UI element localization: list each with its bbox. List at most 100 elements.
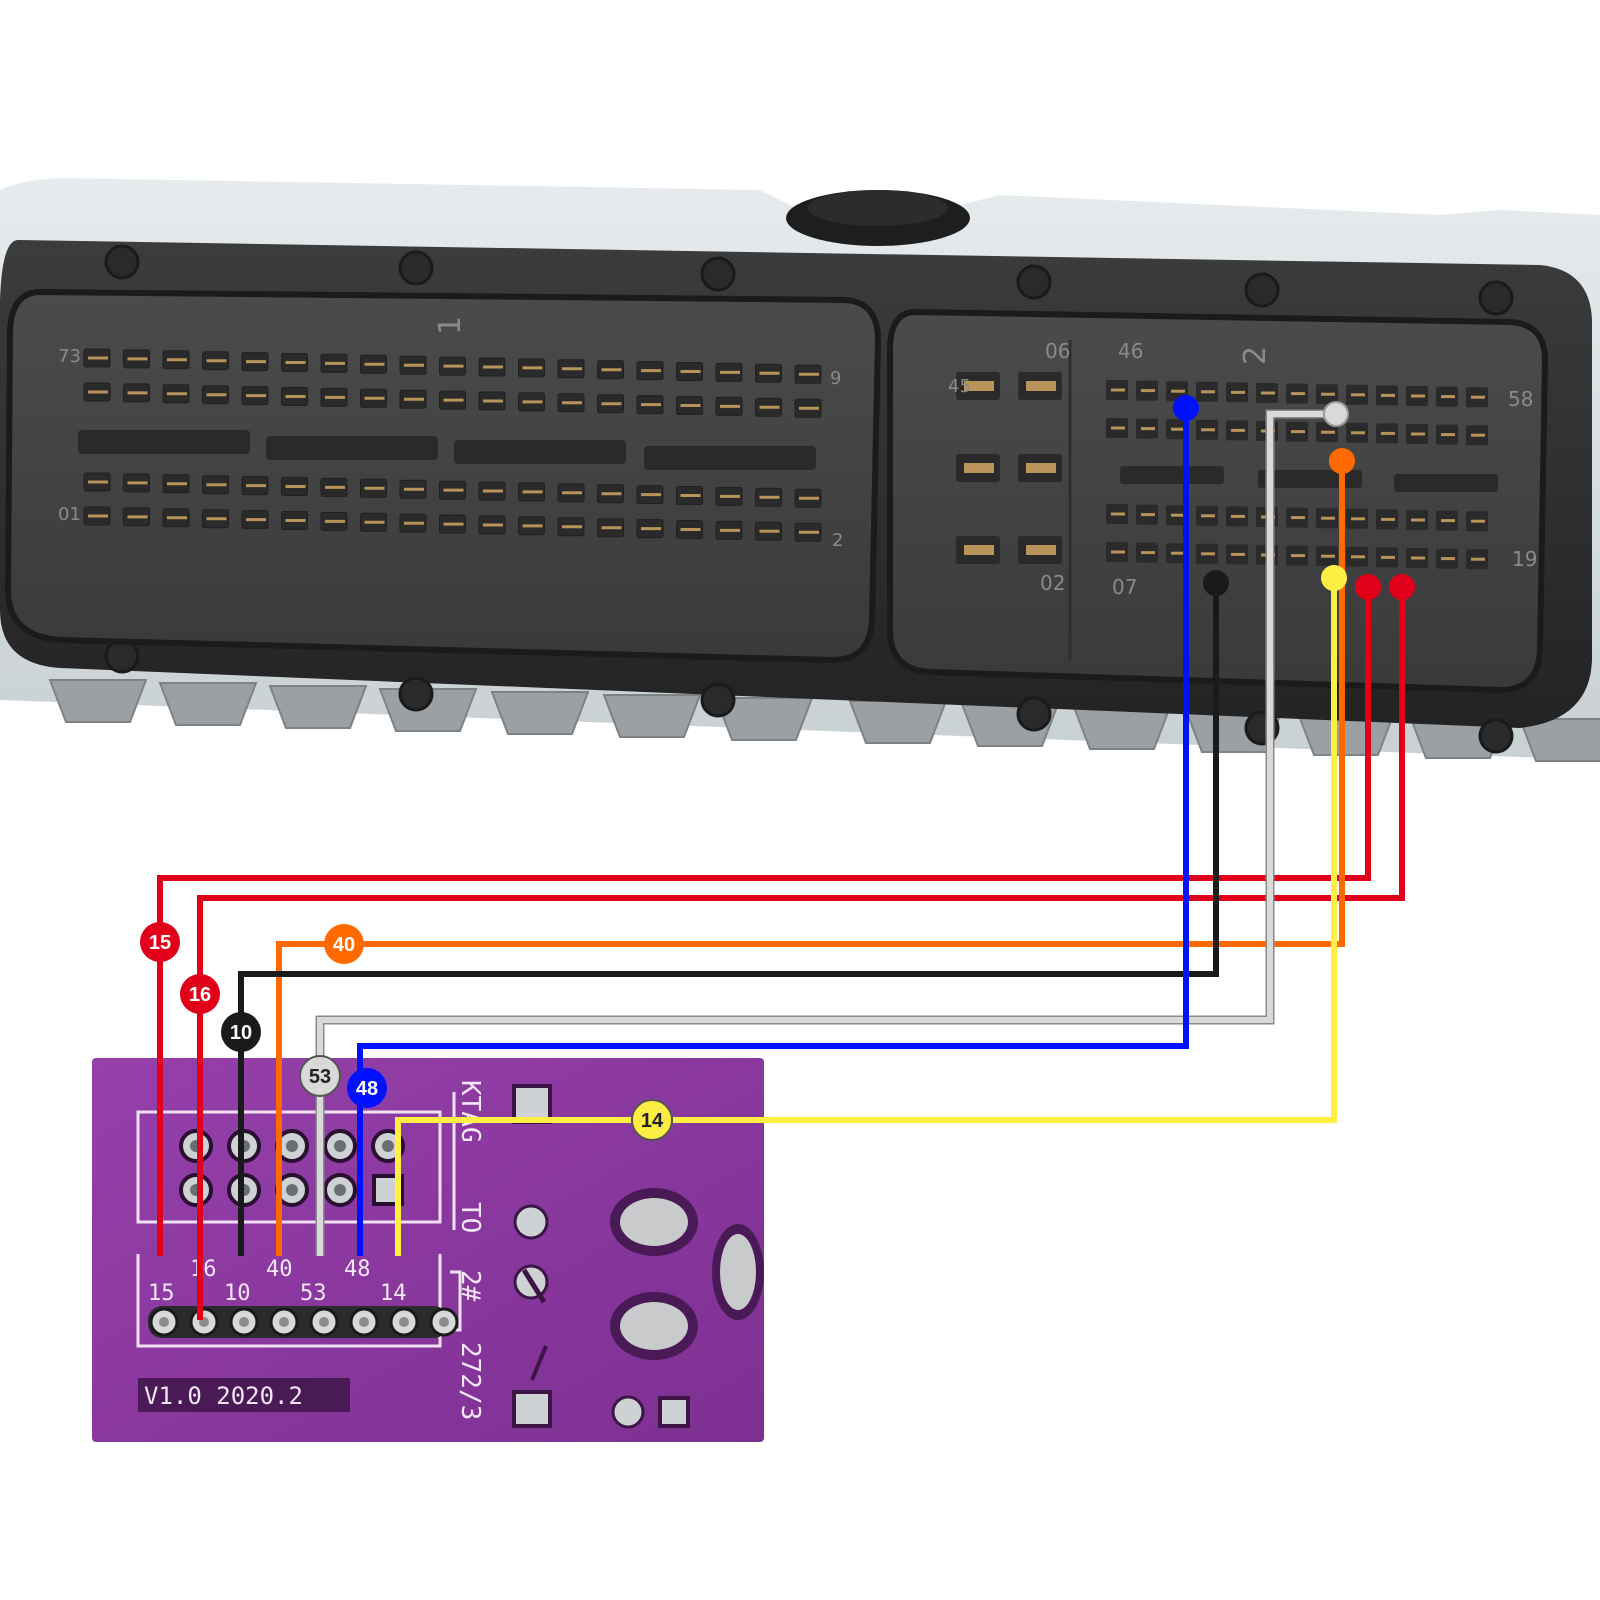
jtag-header-2x5 bbox=[179, 1129, 405, 1207]
header-pin-hole bbox=[439, 1317, 449, 1327]
wire-black bbox=[238, 583, 1219, 1256]
wire-label-53: 53 bbox=[309, 1066, 331, 1088]
board-components bbox=[512, 1084, 764, 1429]
wire-yellow bbox=[395, 578, 1337, 1256]
wire-label-48: 48 bbox=[356, 1078, 378, 1100]
header-pin-hole bbox=[359, 1317, 369, 1327]
housing-bolt bbox=[1016, 696, 1052, 732]
wire-label-badge-48 bbox=[347, 1068, 387, 1108]
housing-bolt bbox=[398, 250, 434, 286]
connector-1-cavity bbox=[4, 288, 882, 664]
connector-2-key bbox=[1394, 474, 1498, 492]
smd-pad bbox=[512, 1084, 552, 1124]
pin-header-1x8 bbox=[148, 1306, 459, 1338]
silk-frame-lower bbox=[136, 1254, 442, 1348]
header-pin-hole bbox=[279, 1317, 289, 1327]
version-box bbox=[138, 1378, 350, 1412]
header-pad-hole bbox=[334, 1184, 346, 1196]
connector-2-key bbox=[1258, 470, 1362, 488]
connector-2-label-45: 45 bbox=[948, 376, 971, 397]
wire-end-red bbox=[1355, 574, 1381, 600]
connector-2-number-mark: 2 bbox=[1238, 346, 1273, 365]
silk-text-to: TO bbox=[455, 1202, 485, 1233]
connector-1-key bbox=[644, 446, 816, 470]
header-label-10: 10 bbox=[224, 1281, 251, 1306]
wire-label-badge-16 bbox=[180, 974, 220, 1014]
component-lead bbox=[521, 1268, 547, 1304]
ecu-unit: 73 9 01 2 1 06 46 58 02 07 1 9 45 2 bbox=[0, 178, 1600, 762]
header-label-48: 48 bbox=[344, 1257, 371, 1282]
connector-power-pin bbox=[1026, 381, 1056, 391]
wire-end-orange bbox=[1329, 448, 1355, 474]
heatsink-fin bbox=[848, 700, 948, 744]
header-pad-hole bbox=[334, 1140, 346, 1152]
component-lead bbox=[530, 1345, 548, 1381]
connector-2-key bbox=[1120, 466, 1224, 484]
connector-1-key bbox=[266, 436, 438, 460]
version-text: V1.0 2020.2 bbox=[144, 1382, 303, 1410]
silk-text-2hash: 2# bbox=[455, 1270, 485, 1302]
connector-power-pin bbox=[1026, 545, 1056, 555]
heatsink-fin bbox=[1518, 718, 1600, 762]
housing-bolt bbox=[1016, 264, 1052, 300]
wire-endpoints bbox=[1173, 395, 1415, 600]
housing-bolt bbox=[700, 682, 736, 718]
connector-power-pin bbox=[964, 463, 994, 473]
header-label-14: 14 bbox=[380, 1281, 407, 1306]
heatsink-fin bbox=[48, 679, 148, 723]
wire-label-10: 10 bbox=[230, 1022, 252, 1044]
header-pin-hole bbox=[319, 1317, 329, 1327]
ecu-heatsink-fins bbox=[48, 679, 1600, 762]
heatsink-fin bbox=[490, 691, 590, 735]
wire-label-badge-40 bbox=[324, 924, 364, 964]
wire-blue bbox=[357, 408, 1189, 1256]
housing-bolt bbox=[1478, 280, 1514, 316]
silk-frame-upper bbox=[136, 1110, 442, 1224]
heatsink-fin bbox=[158, 682, 258, 726]
wire-label-15: 15 bbox=[149, 932, 171, 954]
connector-2-label-46: 46 bbox=[1118, 339, 1143, 363]
connector-2-label-58: 58 bbox=[1508, 387, 1533, 411]
connector-1-number-mark: 1 bbox=[433, 316, 468, 335]
wire-red bbox=[197, 587, 1405, 1320]
wire-white bbox=[317, 411, 1336, 1256]
wire-end-red bbox=[1389, 574, 1415, 600]
header-pad-hole bbox=[286, 1184, 298, 1196]
connector-2-label-02: 02 bbox=[1040, 571, 1065, 595]
connector-power-pin bbox=[964, 545, 994, 555]
connector-1: 73 9 01 2 1 bbox=[4, 288, 882, 664]
connector-power-pin bbox=[1026, 463, 1056, 473]
connector-power-pin bbox=[964, 381, 994, 391]
heatsink-fin bbox=[1072, 706, 1172, 750]
housing-bolt bbox=[1244, 272, 1280, 308]
smd-pad bbox=[658, 1396, 690, 1428]
connector-bolts bbox=[104, 244, 1514, 754]
wire-label-16: 16 bbox=[189, 984, 211, 1006]
connector-1-key bbox=[454, 440, 626, 464]
header-label-16: 16 bbox=[190, 1257, 217, 1282]
housing-bolt bbox=[700, 256, 736, 292]
smd-pad bbox=[512, 1390, 552, 1428]
wire-end-black bbox=[1203, 570, 1229, 596]
header-label-15: 15 bbox=[148, 1281, 175, 1306]
wire-end-blue bbox=[1173, 395, 1199, 421]
connector-1-label-top-right: 9 bbox=[830, 368, 841, 389]
header-label-40: 40 bbox=[266, 1257, 293, 1282]
connector-1-pins bbox=[83, 348, 822, 542]
solder-lug-metal bbox=[620, 1302, 688, 1350]
connector-2-label-07: 07 bbox=[1112, 575, 1137, 599]
wire-label-badge-14 bbox=[631, 1099, 673, 1141]
connector-2-label-06: 06 bbox=[1045, 339, 1070, 363]
via-pad bbox=[513, 1204, 549, 1240]
connector-1-label-bottom-right: 2 bbox=[832, 530, 843, 551]
connector-2-cavity bbox=[887, 308, 1549, 694]
silk-text-ktag: KTAG bbox=[455, 1080, 485, 1143]
header-pin-hole bbox=[239, 1317, 249, 1327]
header-pad-hole bbox=[382, 1140, 394, 1152]
wire-orange bbox=[276, 461, 1345, 1256]
heatsink-fin bbox=[268, 685, 368, 729]
